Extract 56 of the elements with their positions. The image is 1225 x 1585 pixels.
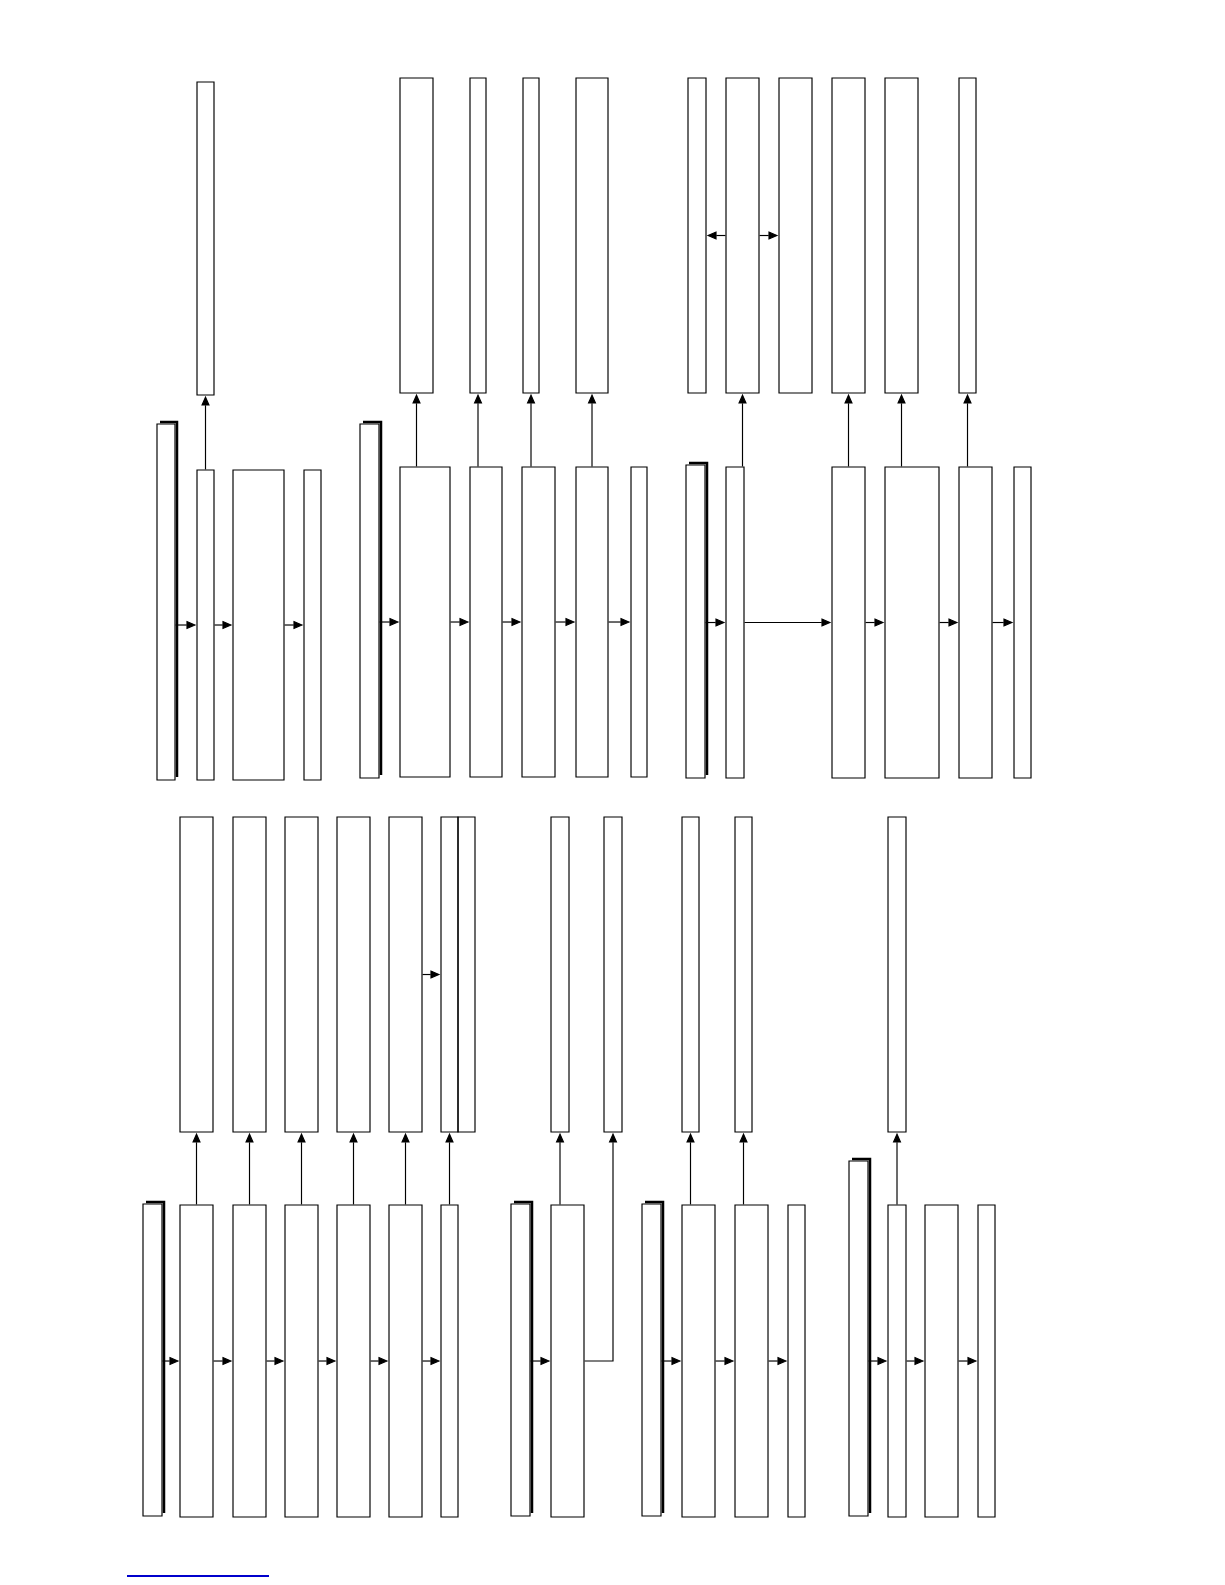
process-box (1013, 466, 1032, 779)
process-box (521, 466, 556, 778)
process-box (831, 466, 866, 779)
process-box (958, 77, 977, 394)
process-box (388, 816, 423, 1133)
process-box (196, 469, 215, 781)
process-box (399, 77, 434, 394)
process-box (681, 1204, 716, 1518)
stacked-box (156, 420, 179, 781)
process-box (725, 77, 760, 394)
process-box (303, 469, 322, 781)
process-box (232, 469, 285, 781)
process-box (725, 466, 745, 779)
process-box (284, 1204, 319, 1518)
process-box (179, 816, 214, 1133)
process-box (924, 1204, 959, 1518)
process-box (179, 1204, 214, 1518)
stacked-box (142, 1200, 166, 1517)
process-box (336, 816, 371, 1133)
process-box (196, 81, 215, 396)
stacked-box (641, 1200, 665, 1517)
process-box (575, 77, 609, 394)
process-box (388, 1204, 423, 1518)
stacked-box (359, 420, 383, 779)
process-box (831, 77, 866, 394)
process-box (603, 816, 623, 1133)
process-box (958, 466, 993, 779)
process-box (440, 1204, 459, 1518)
process-box (522, 77, 540, 394)
process-box (284, 816, 319, 1133)
process-box (469, 77, 487, 394)
process-box (336, 1204, 371, 1518)
process-box (440, 816, 459, 1133)
process-box (575, 466, 609, 778)
process-box (399, 466, 451, 778)
process-box (884, 466, 940, 779)
stacked-box (685, 461, 709, 779)
process-box (681, 816, 700, 1133)
process-box (887, 816, 907, 1133)
process-box (630, 466, 648, 778)
process-box (687, 77, 707, 394)
process-box (778, 77, 813, 394)
process-box (787, 1204, 806, 1518)
process-box (550, 1204, 585, 1518)
stacked-box (510, 1200, 534, 1517)
process-box (550, 816, 570, 1133)
process-box (232, 1204, 267, 1518)
process-box (457, 816, 476, 1133)
stacked-box (848, 1157, 872, 1517)
process-box (734, 1204, 769, 1518)
process-box (469, 466, 503, 778)
process-box (884, 77, 919, 394)
process-box (232, 816, 267, 1133)
process-box (734, 816, 753, 1133)
process-box (887, 1204, 907, 1518)
process-box (977, 1204, 996, 1518)
